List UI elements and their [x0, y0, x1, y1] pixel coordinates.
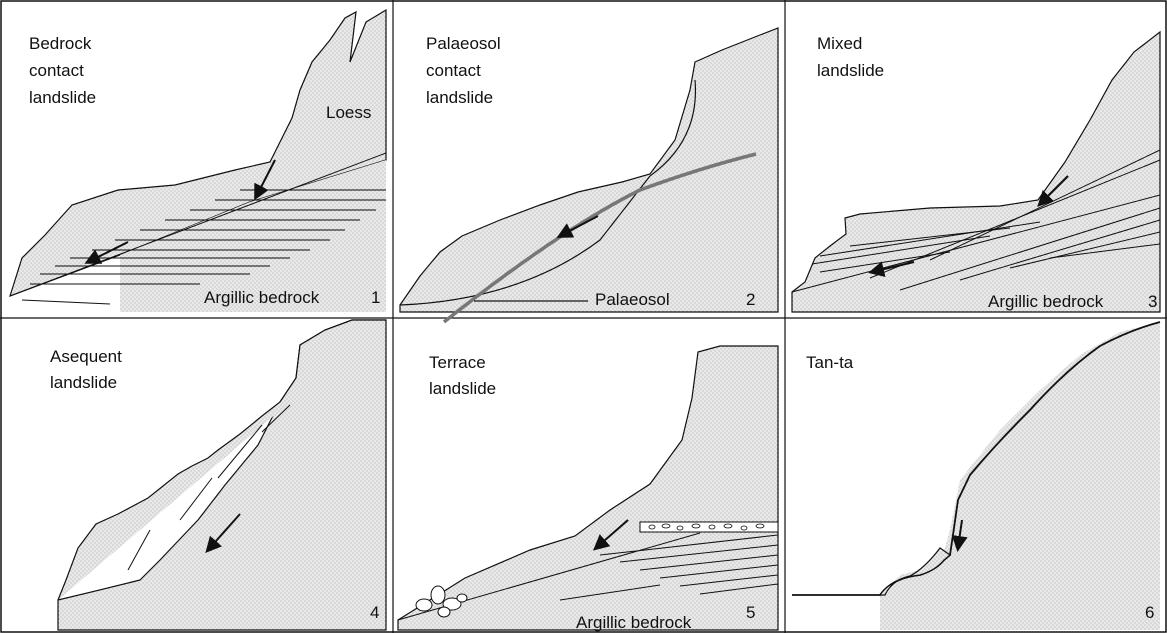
panel-3-bedrock-label: Argillic bedrock [988, 292, 1104, 311]
panel-6-number: 6 [1145, 603, 1154, 622]
panel-4-number: 4 [370, 603, 379, 622]
loess-label: Loess [326, 103, 371, 122]
panel-1-bedrock-label: Argillic bedrock [204, 288, 320, 307]
panel-2-number: 2 [746, 290, 755, 309]
panel-6-title: Tan-ta [806, 353, 854, 372]
terrace-gravel [640, 522, 778, 532]
panel-5-bedrock-label: Argillic bedrock [576, 613, 692, 632]
loess-body-4 [58, 320, 386, 630]
panel-5-number: 5 [746, 603, 755, 622]
panel-6-tan-ta: Tan-ta 6 [792, 322, 1160, 630]
loess-body-6 [880, 322, 1160, 630]
panel-3-number: 3 [1148, 292, 1157, 311]
palaeosol-label: Palaeosol [595, 290, 670, 309]
panel-1-number: 1 [371, 288, 380, 307]
